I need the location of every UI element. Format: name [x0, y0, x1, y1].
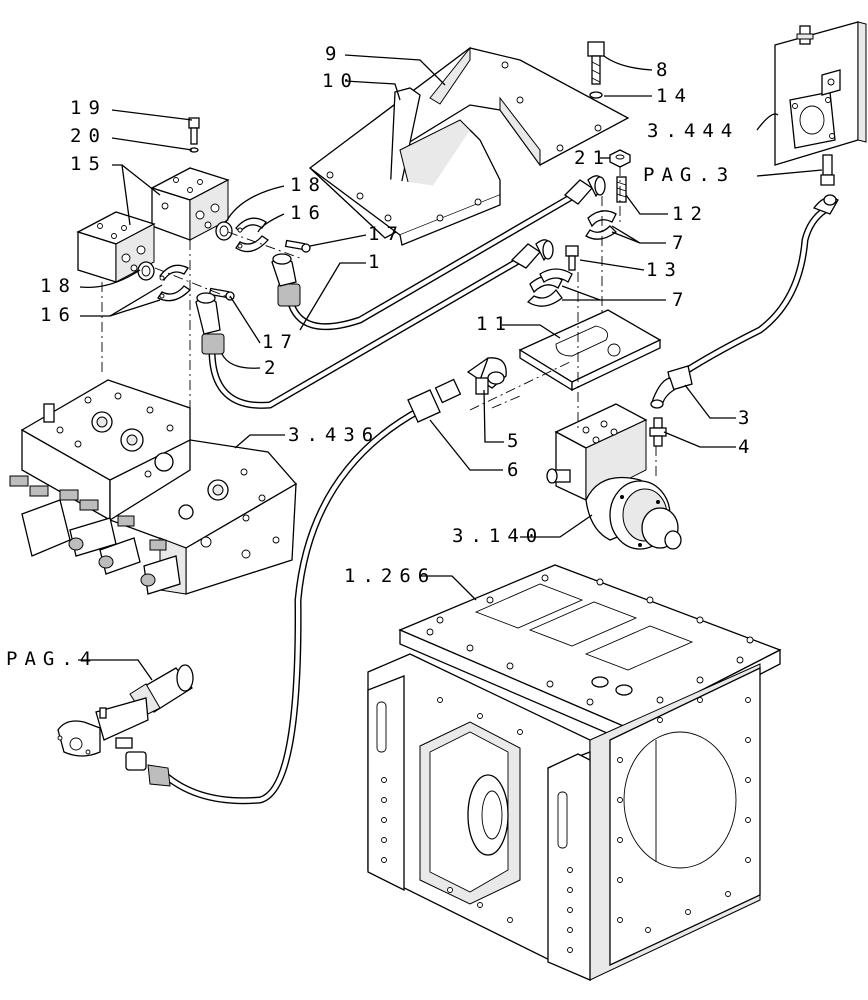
label-13: 13	[646, 259, 683, 281]
cover-bracket	[308, 46, 630, 246]
label-18-lower: 18	[40, 275, 77, 297]
label-9: 9	[325, 43, 343, 65]
bolt-17-upper	[284, 239, 311, 253]
distribution-block-lower	[76, 211, 156, 283]
bolt-13	[565, 245, 579, 271]
quick-coupler	[57, 664, 194, 757]
label-1: 1	[368, 251, 386, 273]
label-14: 14	[656, 85, 693, 107]
leader-lines	[78, 54, 823, 681]
label-4: 4	[738, 436, 756, 458]
label-1-266: 1.266	[344, 565, 436, 587]
label-3: 3	[738, 407, 756, 429]
hose-1	[271, 175, 606, 331]
label-7-upper: 7	[672, 232, 690, 254]
nut-21	[609, 149, 631, 168]
label-19: 19	[70, 97, 107, 119]
bolt-19	[188, 117, 200, 145]
clamp-16-lower	[157, 264, 192, 302]
label-17-upper: 17	[368, 223, 405, 245]
gasket-plate-11	[518, 309, 662, 392]
label-16-lower: 16	[40, 304, 77, 326]
label-pag-4: PAG.4	[6, 648, 98, 670]
adapter-5	[466, 357, 507, 395]
label-21: 21	[574, 147, 611, 169]
hydraulic-motor	[546, 403, 682, 550]
label-pag-3: PAG.3	[643, 164, 735, 186]
label-10: 10	[322, 70, 359, 92]
clamp-7-lower	[526, 268, 573, 307]
transmission-housing	[367, 564, 782, 982]
fitting-4	[649, 417, 667, 447]
label-6: 6	[507, 459, 525, 481]
label-5: 5	[507, 430, 525, 452]
label-15: 15	[70, 153, 107, 175]
label-7-lower: 7	[672, 289, 690, 311]
label-3-436: 3.436	[288, 424, 380, 446]
centre-lines	[101, 166, 657, 480]
part-labels: 19 20 15 18 16 18 16 17 1 17 2 9 10 8 14…	[6, 43, 756, 670]
hose-3	[650, 194, 839, 409]
label-20: 20	[70, 125, 107, 147]
hose-6	[125, 378, 462, 805]
stud-12	[616, 176, 627, 203]
label-8: 8	[656, 59, 674, 81]
bolt-8	[587, 41, 605, 85]
control-valve	[9, 379, 298, 595]
label-18-upper: 18	[290, 174, 327, 196]
washer-14	[589, 91, 603, 99]
label-17-lower: 17	[262, 331, 299, 353]
mounting-plate	[774, 21, 867, 186]
label-2: 2	[264, 357, 282, 379]
clamp-16-upper	[235, 217, 269, 253]
label-12: 12	[672, 203, 709, 225]
hose-2	[195, 239, 554, 409]
label-16-upper: 16	[290, 202, 327, 224]
label-3-140: 3.140	[452, 525, 544, 547]
label-3-444: 3.444	[647, 120, 739, 142]
label-11: 11	[476, 313, 513, 335]
clamp-7-upper	[585, 210, 617, 240]
